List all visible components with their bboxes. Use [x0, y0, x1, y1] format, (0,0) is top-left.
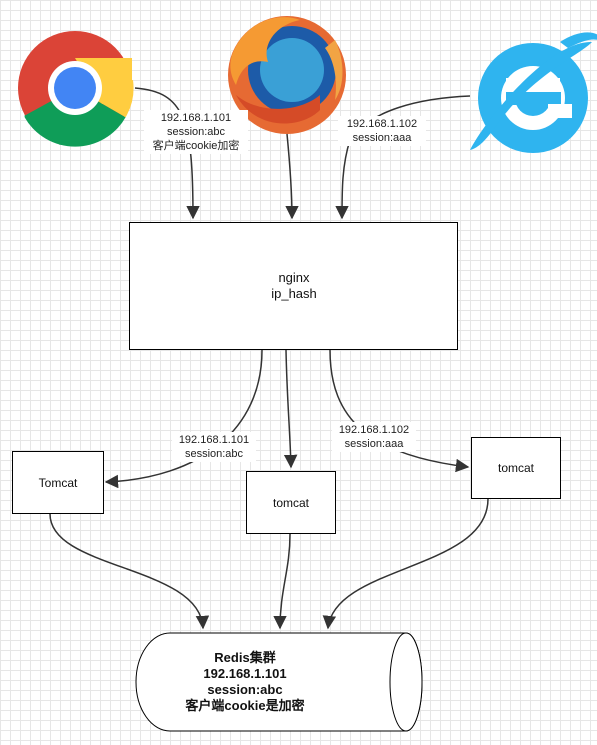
edge-label-bg-left [172, 432, 256, 462]
edge-ie-ip: 192.168.1.102 [347, 118, 417, 130]
edge-tomcat-left-to-redis [49, 513, 210, 630]
edge-tomcat-center-to-redis [273, 533, 291, 630]
redis-title: Redis集群 [214, 650, 275, 665]
internet-explorer-icon [470, 32, 597, 153]
edge-ie-session: session:aaa [353, 132, 413, 144]
redis-ip: 192.168.1.101 [203, 666, 286, 681]
edge-nginx-to-tomcat-center [283, 349, 298, 469]
edge-chrome-session: session:abc [167, 126, 226, 138]
tomcat-box-left [12, 451, 104, 514]
edge-ie-to-nginx [335, 95, 471, 220]
edge-label-bg-ie [338, 116, 426, 146]
tomcat-left-label: Tomcat [39, 476, 78, 490]
edge-right-session: session:aaa [345, 438, 405, 450]
tomcat-box-right [471, 437, 561, 499]
nginx-box [129, 222, 458, 350]
edge-label-bg-right [332, 422, 416, 452]
tomcat-box-center [246, 471, 336, 534]
edge-tomcat-right-to-redis [322, 498, 489, 630]
edge-left-ip: 192.168.1.101 [179, 434, 249, 446]
nginx-label: nginx [278, 270, 310, 285]
edge-right-ip: 192.168.1.102 [339, 424, 409, 436]
firefox-icon [228, 16, 346, 134]
chrome-icon [18, 31, 134, 147]
edge-left-session: session:abc [185, 448, 244, 460]
redis-session: session:abc [207, 682, 282, 697]
edge-chrome-ip: 192.168.1.101 [161, 112, 231, 124]
tomcat-right-label: tomcat [498, 461, 535, 475]
edge-label-bg-chrome [144, 110, 248, 154]
redis-cylinder [135, 632, 423, 732]
nginx-ip-hash-label: ip_hash [271, 286, 317, 301]
redis-cookie-note: 客户端cookie是加密 [185, 698, 304, 713]
edge-firefox-to-nginx [285, 133, 299, 220]
edge-chrome-cookie-note: 客户端cookie加密 [153, 138, 240, 152]
tomcat-center-label: tomcat [273, 496, 310, 510]
edge-nginx-to-tomcat-left [104, 349, 263, 489]
